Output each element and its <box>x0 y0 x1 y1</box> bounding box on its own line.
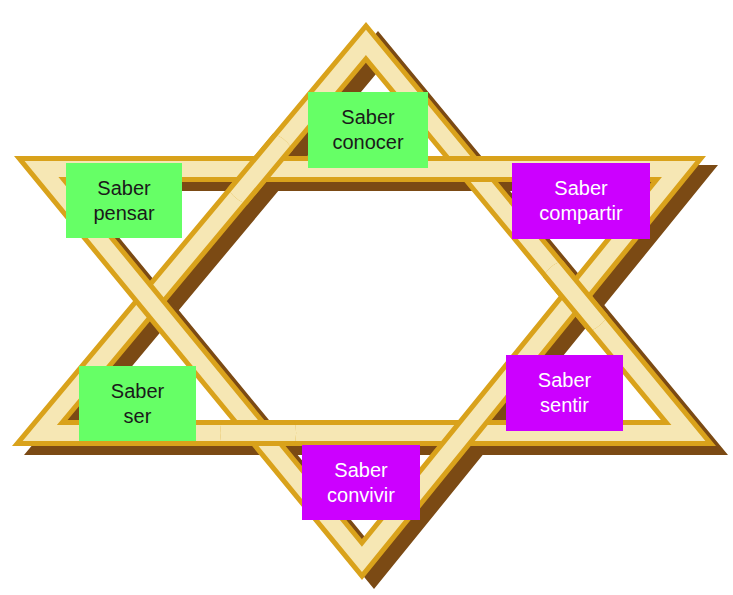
triangle-band <box>14 156 706 580</box>
label-box: Saber conocer <box>308 92 428 168</box>
band-overlap <box>12 22 716 446</box>
band-edge <box>12 22 716 446</box>
label-box: Saber pensar <box>66 163 182 238</box>
box-text: Saber convivir <box>327 458 395 508</box>
band-core <box>23 30 706 441</box>
band-core <box>25 161 696 572</box>
box-text: Saber conocer <box>332 105 403 155</box>
band-edge <box>14 156 706 580</box>
box-text: Saber pensar <box>93 176 154 226</box>
box-text: Saber ser <box>111 379 164 429</box>
band-core <box>23 30 706 441</box>
triangle-band <box>12 22 716 446</box>
label-box: Saber sentir <box>506 355 623 431</box>
label-box: Saber ser <box>79 366 196 441</box>
triangle-band <box>12 22 716 446</box>
label-box: Saber convivir <box>302 445 420 520</box>
box-text: Saber compartir <box>539 176 622 226</box>
band-edge <box>12 22 716 446</box>
box-text: Saber sentir <box>538 368 591 418</box>
label-box: Saber compartir <box>512 163 650 239</box>
